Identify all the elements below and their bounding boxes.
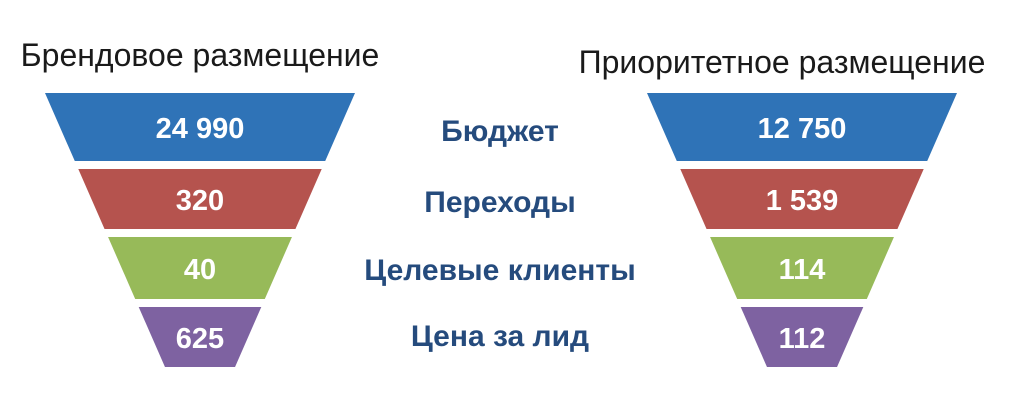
funnel-left-value-1: 320 [176, 185, 224, 217]
funnel-left-segment-0 [45, 93, 355, 161]
funnel-right-segment-3 [740, 307, 864, 367]
funnel-right-value-0: 12 750 [758, 113, 847, 145]
stage-label-target-clients: Целевые клиенты [364, 254, 636, 287]
stage-label-clicks: Переходы [424, 186, 576, 219]
funnel-left-value-0: 24 990 [156, 113, 245, 145]
funnel-left-value-3: 625 [176, 323, 224, 355]
funnel-left-value-2: 40 [184, 254, 216, 286]
funnel-left-segment-2 [108, 237, 292, 299]
stage-label-budget: Бюджет [441, 115, 559, 148]
funnel-left-segment-3 [138, 307, 262, 367]
funnel-right-value-2: 114 [779, 254, 826, 286]
funnel-right-segment-0 [647, 93, 957, 161]
funnel-right-value-1: 1 539 [766, 185, 839, 217]
left-funnel-title: Брендовое размещение [20, 37, 380, 73]
funnel-right-segment-2 [710, 237, 894, 299]
funnel-left-segment-1 [78, 169, 322, 229]
funnel-right-segment-1 [680, 169, 924, 229]
funnel-right-value-3: 112 [779, 323, 826, 355]
right-funnel-title: Приоритетное размещение [578, 44, 986, 80]
stage-label-cost-per-lead: Цена за лид [410, 320, 590, 353]
